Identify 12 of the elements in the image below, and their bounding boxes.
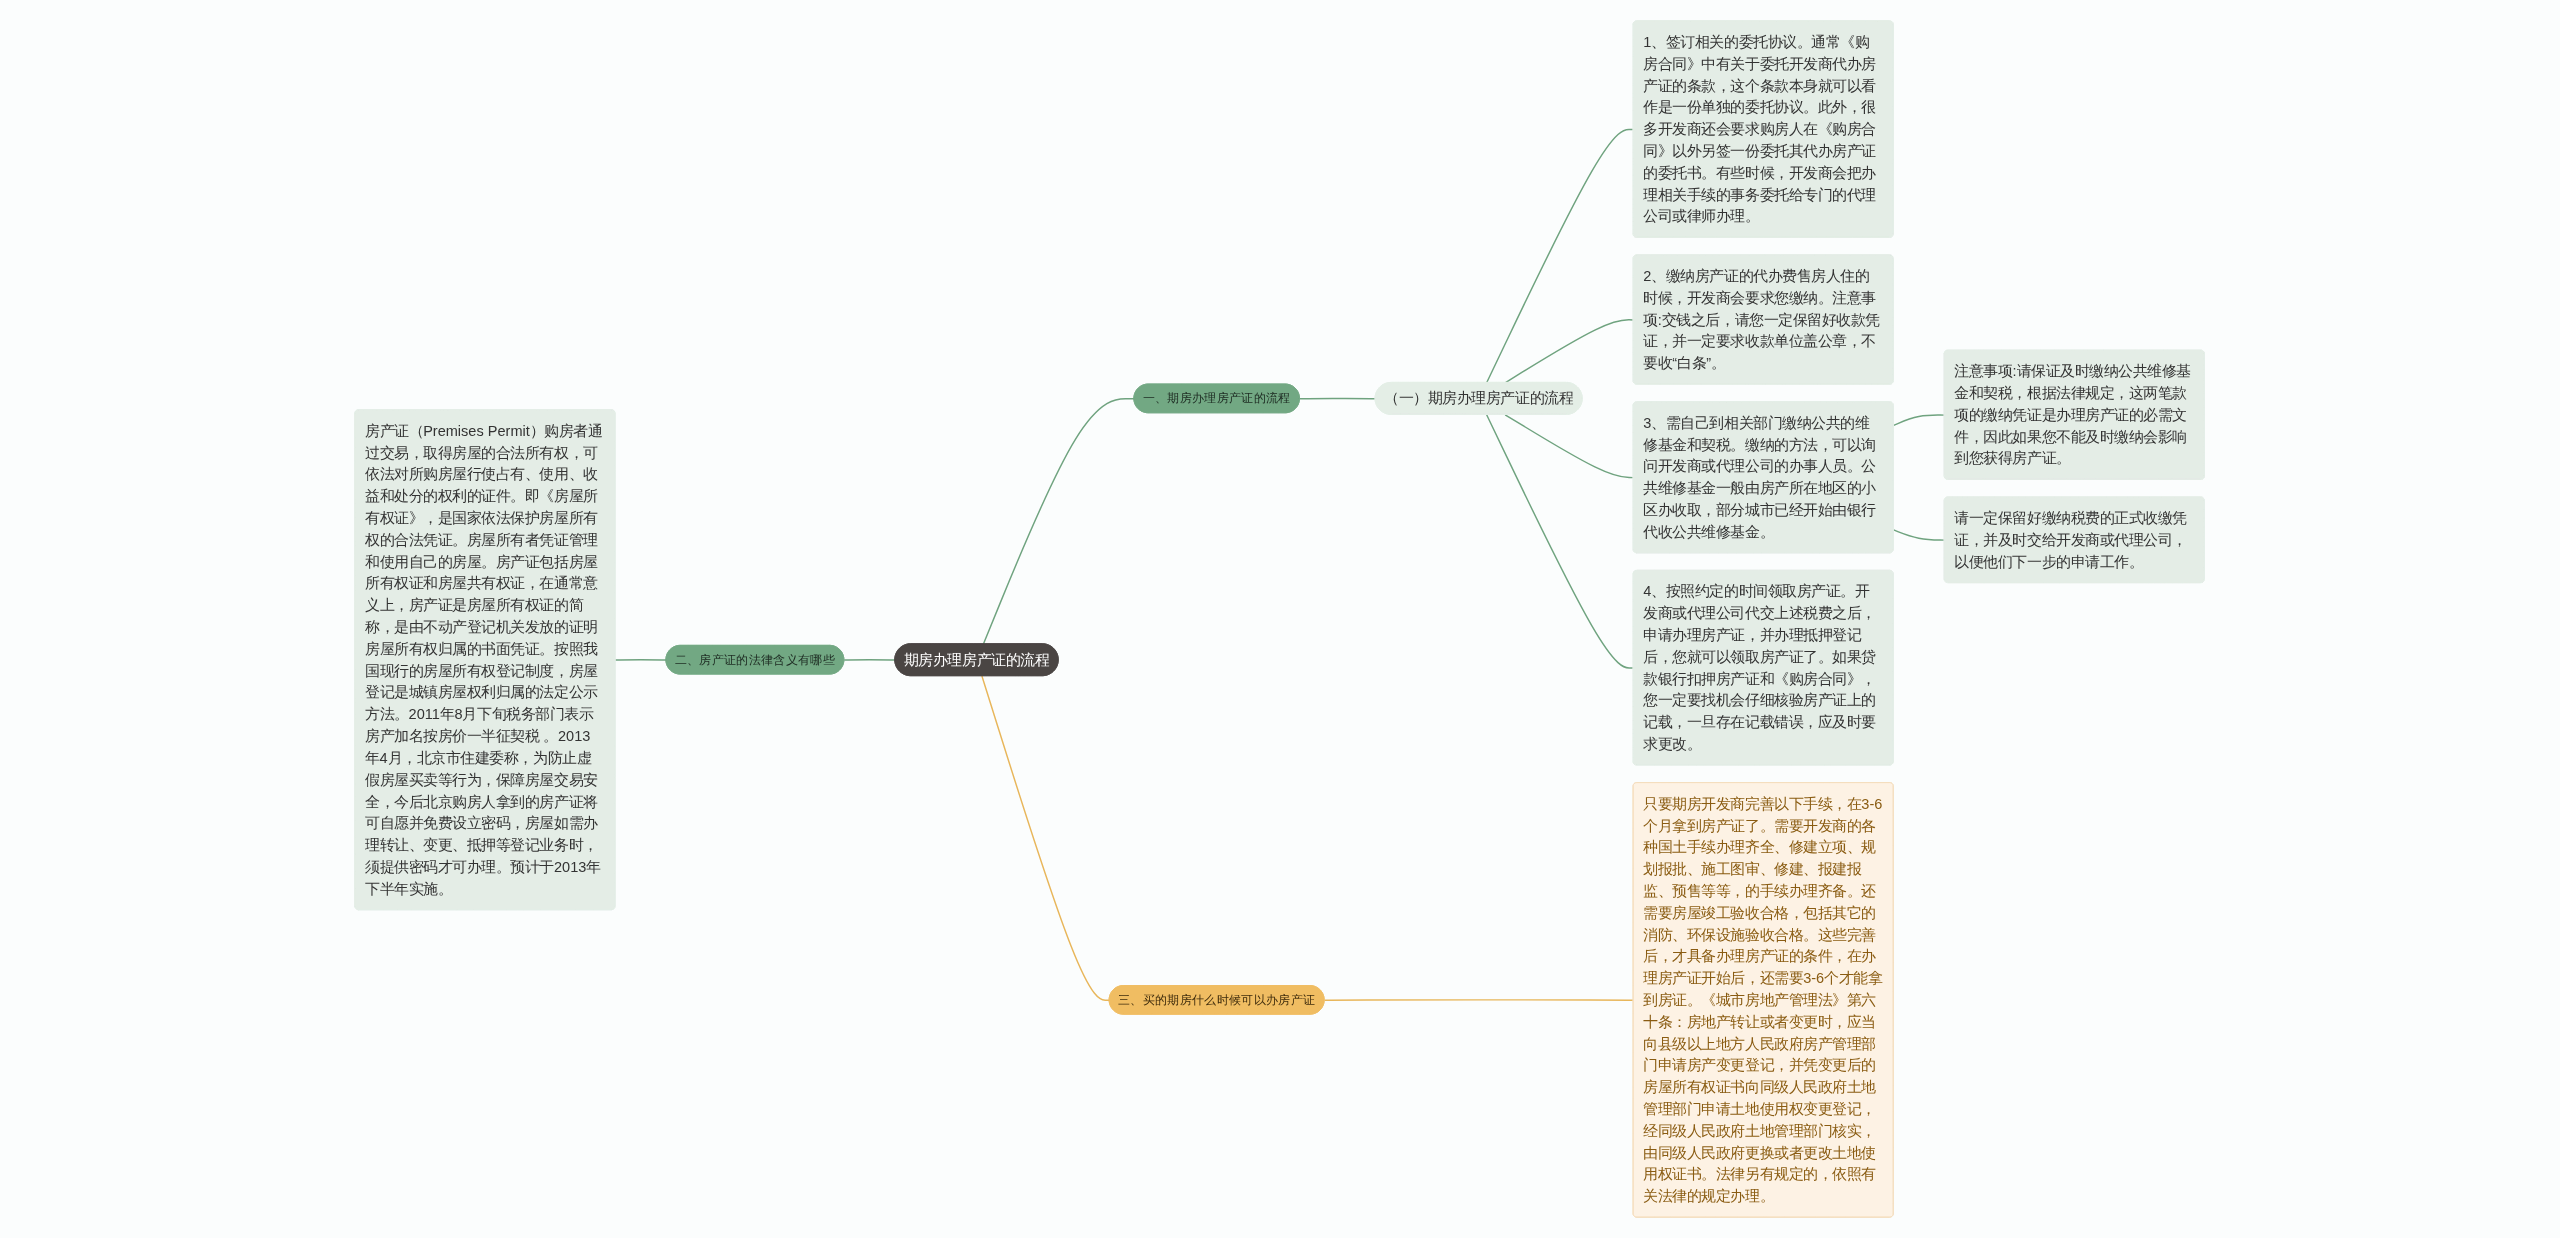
connector <box>1504 414 1635 479</box>
connector <box>1504 319 1635 384</box>
connector <box>981 675 1111 1001</box>
connector <box>983 398 1136 645</box>
connector <box>1486 128 1635 384</box>
connector <box>1486 414 1635 669</box>
connector <box>615 659 668 661</box>
connector <box>843 659 897 661</box>
connector <box>1324 999 1635 1001</box>
connector <box>1893 414 1946 427</box>
connector <box>1893 529 1946 541</box>
connector <box>1299 397 1377 400</box>
